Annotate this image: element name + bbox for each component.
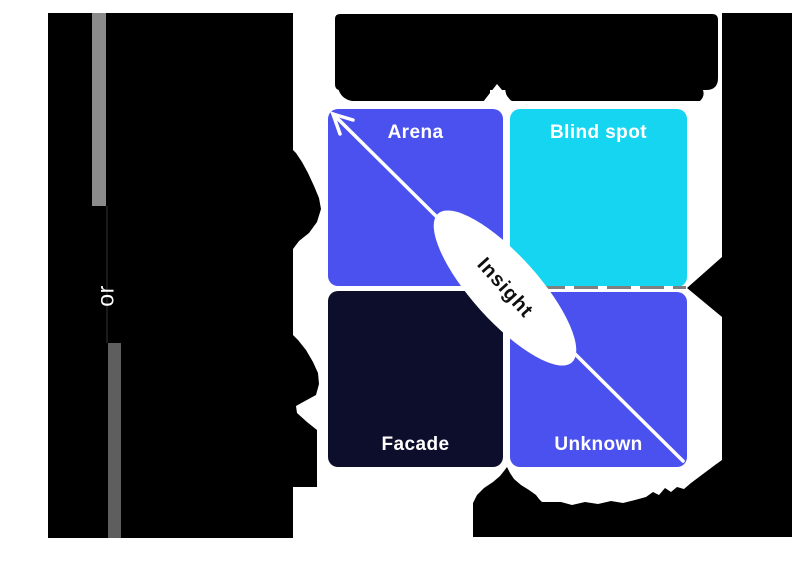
quadrant-facade: Facade xyxy=(328,291,503,467)
axis-connector-line xyxy=(106,206,108,343)
header-text-strip-right xyxy=(505,88,704,101)
axis-bar-bottom xyxy=(108,343,121,538)
header-gap-notch xyxy=(483,84,512,102)
header-text-strip-left xyxy=(338,88,490,101)
quadrant-blind-spot-label: Blind spot xyxy=(550,122,647,143)
right-bottom-silhouette xyxy=(473,13,792,537)
quadrant-unknown-label: Unknown xyxy=(554,434,643,455)
quadrant-blind-spot: Blind spot xyxy=(510,109,687,287)
quadrant-arena-label: Arena xyxy=(387,122,444,143)
header-silhouette xyxy=(335,14,718,90)
arrow-head xyxy=(330,111,355,136)
vertical-axis-label: or xyxy=(92,285,119,307)
dashed-divider xyxy=(508,286,686,289)
quadrant-facade-label: Facade xyxy=(381,434,450,455)
axis-bar-top xyxy=(92,13,106,206)
insight-label: Insight xyxy=(472,253,538,322)
